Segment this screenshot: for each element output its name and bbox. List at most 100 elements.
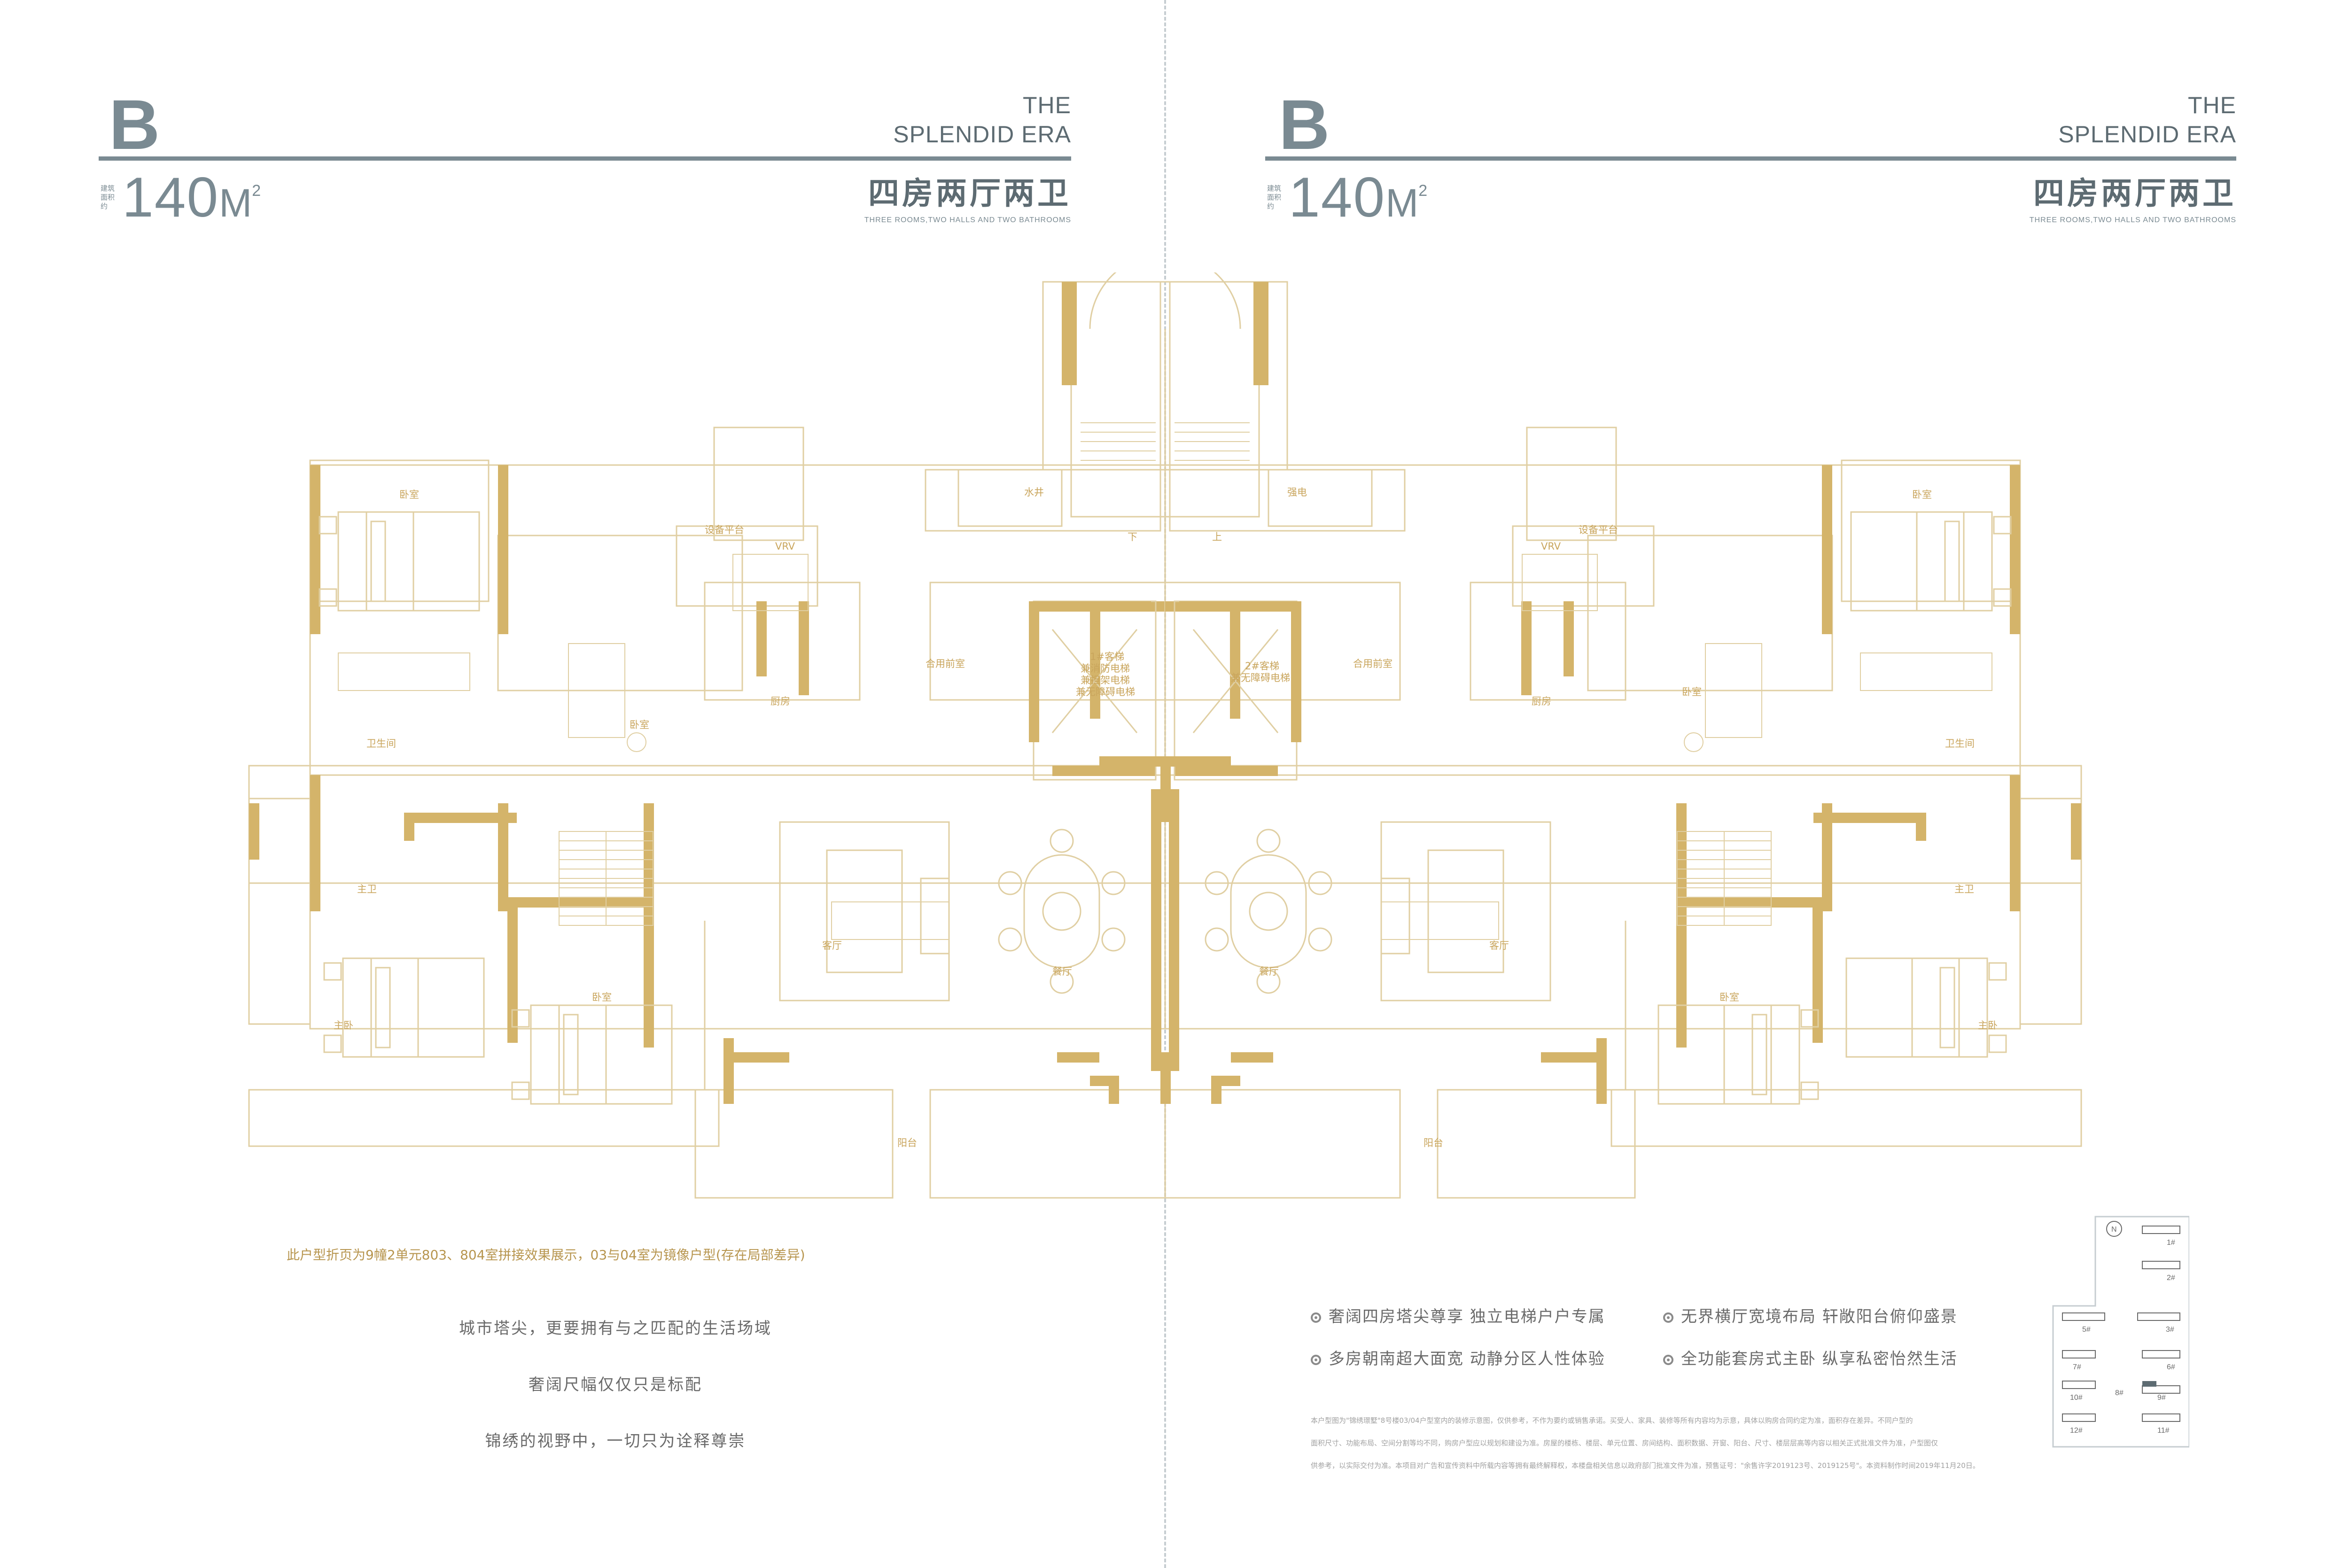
label-electric-well: 强电 (1287, 487, 1307, 498)
label-up: 上 (1212, 531, 1222, 543)
feature-4: 全功能套房式主卧 纵享私密怡然生活 (1663, 1346, 1958, 1369)
current-building-marker (2142, 1381, 2156, 1387)
area-right: 140M2 (1289, 169, 1427, 226)
label-living-right: 客厅 (1489, 940, 1509, 951)
feature-text: 奢阔四房塔尖尊享 独立电梯户户专属 (1329, 1307, 1605, 1326)
left-walls (249, 282, 1165, 1104)
fine-print-line: 供参考，以实际交付为准。本项目对广告和宣传资料中所载内容等拥有最终解释权，本楼盘… (1311, 1461, 1980, 1470)
area-value: 140 (1289, 166, 1386, 229)
label-vrv-left: VRV (775, 541, 795, 552)
type-letter-right: B (1279, 85, 1330, 164)
tagline-left: THE SPLENDID ERA (827, 91, 1071, 149)
left-furniture (319, 511, 1126, 1105)
right-walls (1165, 282, 2081, 1104)
area-label-line1: 建筑 (1267, 184, 1282, 193)
area-value: 140 (122, 166, 219, 229)
site-3: 3# (2166, 1326, 2174, 1334)
feature-1: 奢阔四房塔尖尊享 独立电梯户户专属 (1311, 1304, 1605, 1327)
site-11: 11# (2157, 1427, 2170, 1435)
fine-print: 本户型图为"锦绣璟墅"8号楼03/04户型室内的装修示意图，仅供参考，不作为要约… (1311, 1409, 1987, 1477)
label-elevator2-line1: 2#客梯 (1245, 660, 1279, 672)
area-unit: M (219, 181, 252, 225)
area-unit-sup: 2 (1418, 182, 1428, 200)
tagline-line2: SPLENDID ERA (893, 121, 1071, 147)
slogan-line-1: 城市塔尖，更要拥有与之匹配的生活场域 (459, 1319, 772, 1338)
label-shared-hall-left: 合用前室 (926, 658, 965, 669)
label-elevator1-line1: 1#客梯 (1090, 651, 1124, 662)
area-unit: M (1385, 181, 1419, 225)
north-label: N (2111, 1226, 2117, 1234)
label-vrv-right: VRV (1541, 541, 1561, 552)
fine-print-line: 本户型图为"锦绣璟墅"8号楼03/04户型室内的装修示意图，仅供参考，不作为要约… (1311, 1416, 1913, 1425)
slogan-line-2: 奢阔尺幅仅仅只是标配 (529, 1375, 702, 1394)
label-water-well: 水井 (1024, 487, 1044, 498)
label-elevator1-line4: 兼无障碍电梯 (1076, 686, 1135, 698)
bullet-icon (1663, 1355, 1673, 1365)
label-balcony-right: 阳台 (1424, 1137, 1443, 1149)
site-10: 10# (2070, 1394, 2083, 1402)
area-label-left: 建筑 面积约 (101, 184, 119, 211)
label-master-bath-left: 主卫 (357, 884, 377, 895)
plan-note: 此户型折页为9幢2单元803、804室拼接效果展示，03与04室为镜像户型(存在… (287, 1247, 805, 1263)
label-bedroom-bottom-left: 卧室 (592, 992, 612, 1003)
bullet-icon (1663, 1312, 1673, 1323)
site-5: 5# (2082, 1326, 2091, 1334)
site-8: 8# (2115, 1389, 2124, 1397)
label-bathroom-left: 卫生间 (366, 738, 396, 749)
feature-3: 多房朝南超大面宽 动静分区人性体验 (1311, 1346, 1605, 1369)
label-down: 下 (1128, 531, 1137, 543)
type-letter-left: B (109, 85, 160, 164)
label-equipment-left: 设备平台 (705, 524, 744, 536)
bullet-icon (1311, 1355, 1321, 1365)
header-rule-right (1265, 156, 2236, 161)
site-7: 7# (2073, 1363, 2081, 1371)
label-master-bath-right: 主卫 (1954, 884, 1974, 895)
label-dining-left: 餐厅 (1052, 966, 1072, 977)
rooms-en-right: THREE ROOMS,TWO HALLS AND TWO BATHROOMS (2029, 216, 2236, 224)
label-bedroom-mid-left: 卧室 (630, 719, 649, 730)
label-dining-right: 餐厅 (1259, 966, 1279, 977)
area-label-right: 建筑 面积约 (1267, 184, 1286, 211)
core-stair-lines (1081, 422, 1250, 470)
label-bedroom-top-right: 卧室 (1912, 489, 1932, 500)
label-shared-hall-right: 合用前室 (1353, 658, 1392, 669)
area-label-line2: 面积约 (1267, 193, 1282, 210)
site-6: 6# (2167, 1363, 2175, 1371)
tagline-line1: THE (2188, 92, 2236, 118)
bullet-icon (1311, 1312, 1321, 1323)
label-kitchen-right: 厨房 (1532, 696, 1551, 707)
site-1: 1# (2167, 1239, 2175, 1247)
fine-print-line: 面积尺寸、功能布局、空间分割等均不同，购房户型应以规划和建设为准。房屋的楼栋、楼… (1311, 1439, 1938, 1447)
tagline-line2: SPLENDID ERA (2058, 121, 2236, 147)
tagline-line1: THE (1023, 92, 1071, 118)
label-balcony-left: 阳台 (897, 1137, 917, 1149)
label-elevator1-line2: 兼消防电梯 (1081, 663, 1130, 674)
right-furniture (1205, 511, 2012, 1105)
label-bedroom-top-left: 卧室 (399, 489, 419, 500)
label-master-bedroom-left: 主卧 (334, 1020, 353, 1031)
floor-plan: 卧室 设备平台 VRV 卫生间 卧室 厨房 主卫 主卧 卧室 客厅 餐厅 阳台 … (248, 272, 2082, 1199)
header-rule-left (99, 156, 1071, 161)
feature-text: 无界横厅宽境布局 轩敞阳台俯仰盛景 (1681, 1307, 1958, 1326)
label-bedroom-bottom-right: 卧室 (1719, 992, 1739, 1003)
tagline-right: THE SPLENDID ERA (1992, 91, 2236, 149)
site-9: 9# (2157, 1394, 2166, 1402)
compass-icon (2106, 1221, 2122, 1237)
slogan-line-3: 锦绣的视野中，一切只为诠释尊崇 (485, 1432, 746, 1451)
rooms-en-left: THREE ROOMS,TWO HALLS AND TWO BATHROOMS (864, 216, 1071, 224)
label-equipment-right: 设备平台 (1579, 524, 1618, 536)
rooms-cn-right: 四房两厅两卫 (2033, 175, 2236, 211)
area-left: 140M2 (122, 169, 261, 226)
label-elevator1-line3: 兼担架电梯 (1081, 675, 1130, 686)
label-bedroom-mid-right: 卧室 (1682, 686, 1702, 698)
label-master-bedroom-right: 主卧 (1978, 1020, 1998, 1031)
core-walls (1029, 282, 1301, 1104)
feature-2: 无界横厅宽境布局 轩敞阳台俯仰盛景 (1663, 1304, 1958, 1327)
site-2: 2# (2167, 1274, 2175, 1282)
area-label-line1: 建筑 (101, 184, 115, 193)
site-12: 12# (2070, 1427, 2083, 1435)
label-kitchen-left: 厨房 (770, 696, 790, 707)
area-unit-sup: 2 (252, 182, 261, 200)
feature-text: 多房朝南超大面宽 动静分区人性体验 (1329, 1350, 1605, 1368)
rooms-cn-left: 四房两厅两卫 (868, 175, 1071, 211)
